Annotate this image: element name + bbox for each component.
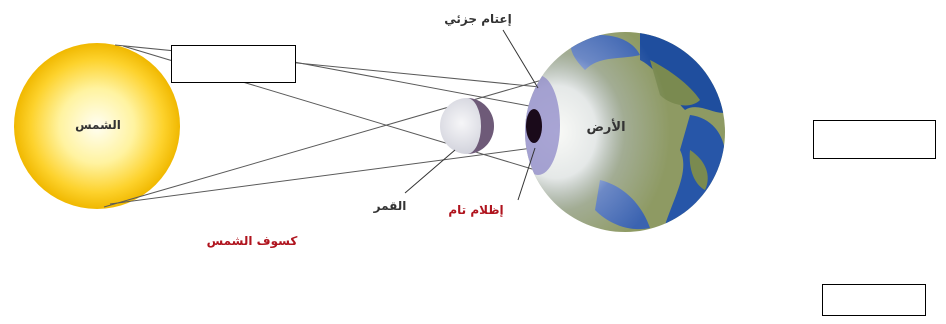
earth-label: الأرض — [586, 118, 625, 135]
answer-box-3[interactable] — [822, 284, 926, 316]
total-eclipse-label: إظلام تام — [448, 203, 503, 218]
moon — [440, 98, 494, 154]
caption-label: كسوف الشمس — [207, 234, 298, 249]
sun-label: الشمس — [75, 118, 121, 132]
answer-box-2[interactable] — [813, 120, 936, 159]
answer-box-1[interactable] — [171, 45, 296, 83]
moon-label: القمر — [373, 199, 407, 213]
partial-eclipse-label: إعتام جزئي — [444, 12, 511, 27]
